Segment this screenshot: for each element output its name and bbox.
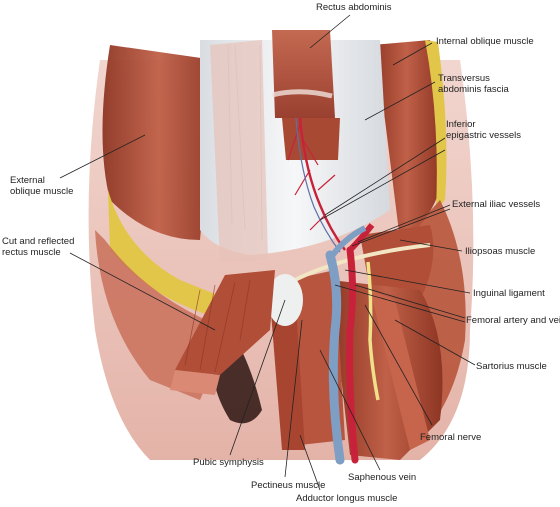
epigastric-vein bbox=[295, 117, 341, 253]
flank-fat-right bbox=[425, 40, 447, 210]
flap-fibers bbox=[184, 279, 251, 373]
femoral-artery-shape bbox=[346, 246, 359, 464]
adductor bbox=[270, 290, 305, 450]
label-external-iliac: External iliac vessels bbox=[452, 199, 541, 210]
cut-rectus-flap-lower bbox=[170, 370, 220, 395]
rectus-tendon bbox=[271, 89, 333, 99]
label-pectineus: Pectineus muscle bbox=[251, 480, 326, 491]
epigastric-artery bbox=[298, 117, 346, 251]
cut-rectus-flap bbox=[175, 270, 275, 375]
external-iliac-vein bbox=[329, 225, 367, 258]
epigastric-branches bbox=[287, 124, 336, 231]
external-oblique-left bbox=[102, 45, 215, 240]
label-sartorius: Sartorius muscle bbox=[476, 361, 547, 372]
rectus-sheath-left bbox=[210, 40, 268, 262]
label-adductor-longus: Adductor longus muscle bbox=[296, 493, 398, 504]
label-pubic-symphysis: Pubic symphysis bbox=[193, 457, 264, 468]
sartorius bbox=[370, 290, 430, 450]
label-internal-oblique: Internal oblique muscle bbox=[436, 36, 534, 47]
label-iliopsoas: Iliopsoas muscle bbox=[465, 246, 536, 257]
leader-lines bbox=[59, 14, 476, 491]
label-rectus-abdominis: Rectus abdominis bbox=[316, 2, 392, 13]
internal-oblique-right bbox=[372, 40, 442, 240]
rectus-abdominis-strip bbox=[272, 30, 335, 118]
femoral-vein-shape bbox=[325, 250, 345, 465]
external-iliac-artery bbox=[347, 223, 375, 253]
label-inguinal-ligament: Inguinal ligament bbox=[473, 288, 545, 299]
label-femoral-nerve: Femoral nerve bbox=[420, 432, 482, 443]
label-femoral-artery-vein: Femoral artery and vein bbox=[466, 315, 560, 326]
iliopsoas bbox=[360, 225, 434, 300]
femoral-nerve-shape bbox=[366, 261, 380, 401]
label-saphenous-vein: Saphenous vein bbox=[348, 472, 417, 483]
